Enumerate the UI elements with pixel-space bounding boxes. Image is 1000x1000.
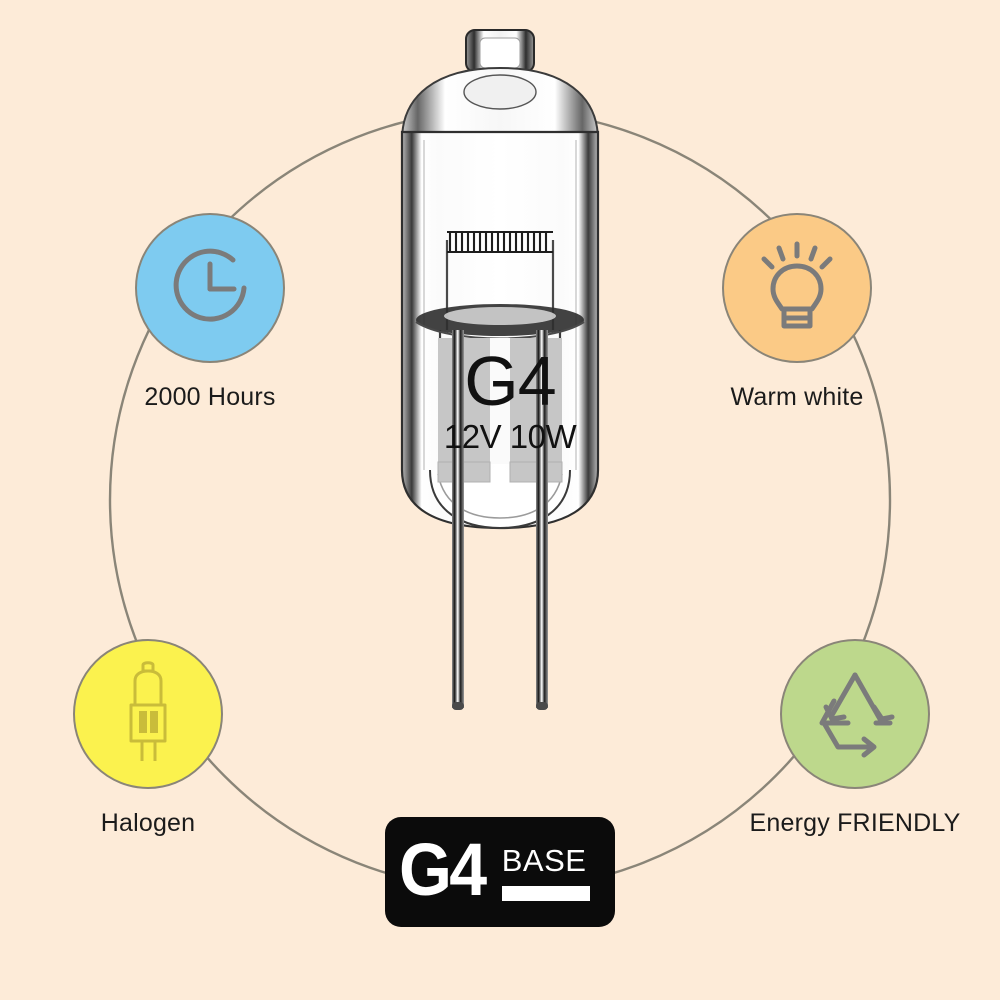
feature-disc-halogen[interactable] <box>73 639 223 789</box>
feature-label-warm-white: Warm white <box>730 383 864 411</box>
feature-label-halogen: Halogen <box>100 809 196 837</box>
capsule-bulb-icon <box>129 661 167 761</box>
base-badge-right-group: BASE <box>501 842 590 901</box>
feature-label-hours: 2000 Hours <box>144 383 276 411</box>
base-badge-bar <box>501 885 590 901</box>
feature-label-energy-friendly: Energy FRIENDLY <box>749 809 961 837</box>
recycle-icon <box>819 672 895 758</box>
base-badge-word: BASE <box>501 842 587 878</box>
feature-disc-warm-white[interactable] <box>722 213 872 363</box>
feature-disc-energy-friendly[interactable] <box>780 639 930 789</box>
clock-icon <box>173 248 247 322</box>
g4-base-badge[interactable]: G4 BASE <box>385 817 615 927</box>
feature-disc-hours[interactable] <box>135 213 285 363</box>
lightbulb-icon <box>761 241 833 329</box>
base-badge-model: G4 <box>399 828 487 911</box>
